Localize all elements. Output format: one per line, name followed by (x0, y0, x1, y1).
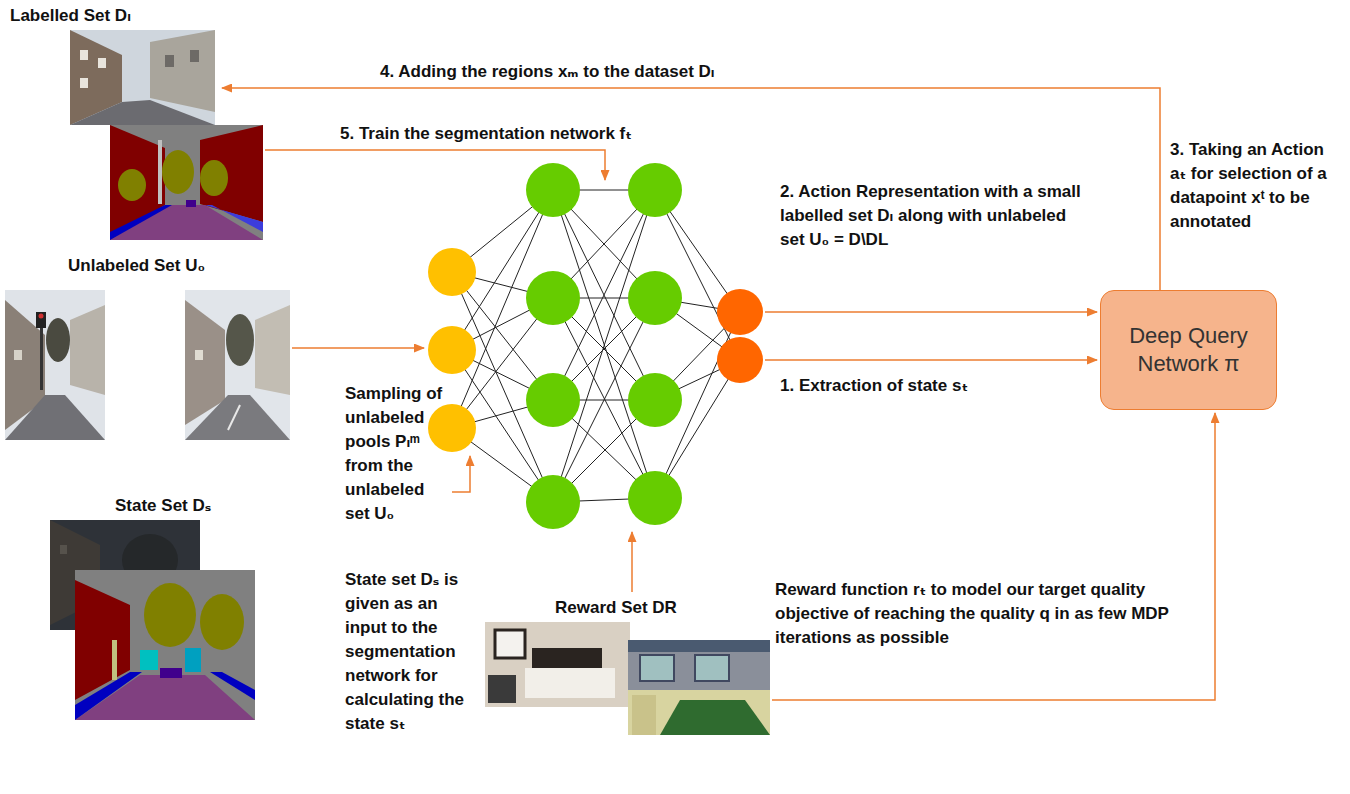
flow-arrow-part (452, 456, 470, 492)
street-photo-part (14, 350, 22, 360)
segmentation-map (110, 125, 263, 240)
segmentation-map (75, 570, 255, 720)
room-photo-part (485, 622, 630, 707)
annotation-text: State set Dₛ is given as an input to the… (345, 568, 483, 736)
annotation-text: 1. Extraction of state sₜ (780, 374, 1080, 398)
segmentation-map-part (205, 205, 263, 232)
street-photo-part (70, 305, 105, 395)
network-neuron (428, 326, 476, 374)
flow-arrow-part (222, 88, 1160, 290)
network-neuron (628, 471, 682, 525)
street-photo (5, 290, 105, 440)
street-photo-part (185, 395, 290, 440)
segmentation-map-part (110, 205, 263, 240)
street-photo-part (39, 314, 44, 319)
annotation-text: 4. Adding the regions xₘ to the dataset … (380, 60, 980, 84)
flow-arrow-part (265, 150, 605, 180)
street-photo-part (190, 50, 199, 62)
network-link (553, 190, 655, 502)
segmentation-map-part (160, 668, 182, 678)
annotation-text: Labelled Set Dₗ (10, 4, 260, 28)
segmentation-map-part (628, 690, 770, 735)
segmentation-map-part (660, 700, 770, 735)
annotation-text: 3. Taking an Action aₜ for selection of … (1170, 138, 1342, 234)
segmentation-map-part (110, 125, 263, 240)
segmentation-map-part (200, 125, 263, 222)
street-photo-part (70, 30, 215, 125)
street-photo-part (226, 314, 254, 366)
segmentation-map-part (632, 695, 656, 735)
network-neuron (526, 163, 580, 217)
segmentation-map-part (210, 672, 255, 700)
room-photo (485, 622, 630, 707)
network-neuron (526, 271, 580, 325)
street-photo-part (255, 305, 290, 395)
segmentation-map-part (185, 648, 201, 672)
street-photo-part (165, 55, 174, 67)
network-neuron (628, 163, 682, 217)
node-text: Deep Query Network π (1109, 322, 1268, 378)
segmentation-map-part (628, 640, 770, 652)
annotation-text: 2. Action Representation with a small la… (780, 180, 1090, 252)
segmentation-map-part (140, 650, 158, 670)
street-photo-part (40, 320, 43, 390)
annotation-text: Reward function rₜ to model our target q… (775, 578, 1195, 650)
network-neuron (628, 271, 682, 325)
room-photo-part (488, 675, 516, 703)
segmentation-map-part (200, 160, 228, 196)
segmentation-map-part (110, 205, 172, 240)
street-photo-part (5, 290, 105, 440)
segmentation-map-part (695, 655, 729, 681)
street-photo-part (70, 100, 215, 125)
segmentation-map-part (186, 200, 196, 207)
street-photo-part (46, 318, 70, 362)
street-photo-part (5, 395, 105, 440)
flow-arrow-part (292, 347, 424, 349)
street-photo-part (60, 545, 67, 554)
process-box: Deep Query Network π (1100, 290, 1277, 410)
network-neuron (428, 404, 476, 452)
segmentation-map-part (112, 640, 117, 680)
street-photo-part (98, 58, 106, 68)
network-neuron (628, 373, 682, 427)
room-photo-part (525, 668, 615, 698)
segmentation-map-part (628, 640, 770, 735)
network-neuron (717, 289, 763, 335)
street-photo-part (185, 290, 290, 440)
flow-arrow-part (772, 413, 1215, 700)
segmentation-map-part (158, 140, 162, 204)
network-neuron (526, 475, 580, 529)
street-photo (70, 30, 215, 125)
room-photo-part (532, 648, 602, 670)
segmentation-map-part (118, 169, 146, 201)
street-photo-part (80, 50, 88, 60)
network-neuron (526, 373, 580, 427)
street-photo-part (150, 30, 215, 112)
network-neuron (428, 248, 476, 296)
flow-arrow-part (765, 359, 1097, 361)
room-photo-part (495, 630, 525, 658)
annotation-text: State Set Dₛ (115, 494, 315, 518)
flow-arrow-part (631, 532, 633, 592)
street-photo-part (228, 405, 240, 430)
flow-arrow-part (765, 311, 1097, 313)
annotation-text: Unlabeled Set U₀ (68, 254, 318, 278)
street-photo-part (36, 312, 46, 328)
segmentation-map-part (144, 583, 196, 647)
segmentation-map (628, 640, 770, 735)
segmentation-map-part (162, 150, 194, 194)
neural-network (428, 163, 763, 529)
segmentation-map-part (75, 570, 255, 720)
street-photo (185, 290, 290, 440)
segmentation-map-part (75, 672, 142, 720)
segmentation-map-part (200, 594, 244, 650)
annotation-text: 5. Train the segmentation network fₜ (340, 122, 760, 146)
street-photo-part (195, 350, 203, 360)
segmentation-map-part (640, 655, 674, 681)
street-photo-part (80, 78, 88, 88)
annotation-text: Reward Set DR (555, 596, 755, 620)
network-neuron (717, 337, 763, 383)
annotation-text: Sampling of unlabeled pools Pₗᵐ from the… (345, 382, 445, 526)
